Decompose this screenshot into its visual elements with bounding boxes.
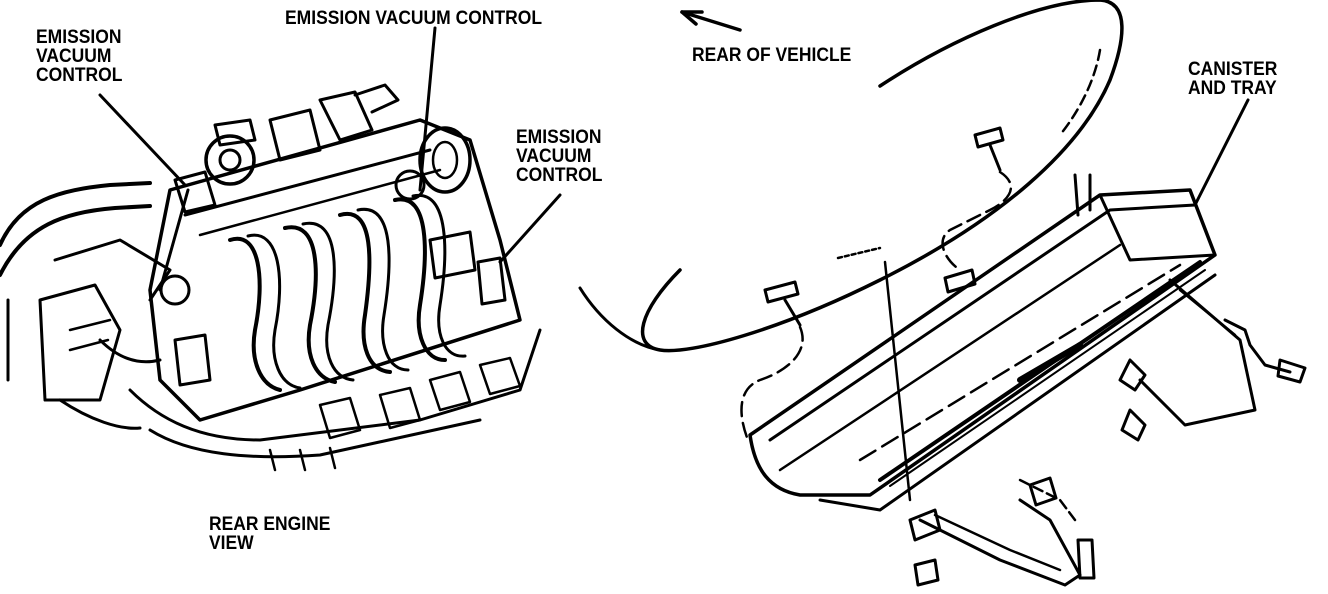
label-line: EMISSION [516,127,602,148]
label-line: CONTROL [516,165,603,186]
label-emission-vacuum-control-right: EMISSION VACUUM CONTROL [516,128,602,185]
label-canister-and-tray: CANISTER AND TRAY [1188,60,1277,98]
label-rear-of-vehicle: REAR OF VEHICLE [692,45,852,66]
label-line: EMISSION [36,27,122,48]
label-line: VIEW [209,533,254,554]
label-line: REAR ENGINE [209,514,331,535]
label-line: CANISTER [1188,59,1278,80]
label-line: VACUUM [516,146,592,167]
label-line: VACUUM [36,46,112,67]
label-rear-engine-view: REAR ENGINE VIEW [209,515,330,553]
engine-drawing [0,26,562,472]
label-emission-vacuum-control-left: EMISSION VACUUM CONTROL [36,28,122,85]
label-emission-vacuum-control-top: EMISSION VACUUM CONTROL [285,8,543,29]
canister-tray-drawing [578,0,1307,587]
label-line: CONTROL [36,65,123,86]
label-line: AND TRAY [1188,78,1277,99]
